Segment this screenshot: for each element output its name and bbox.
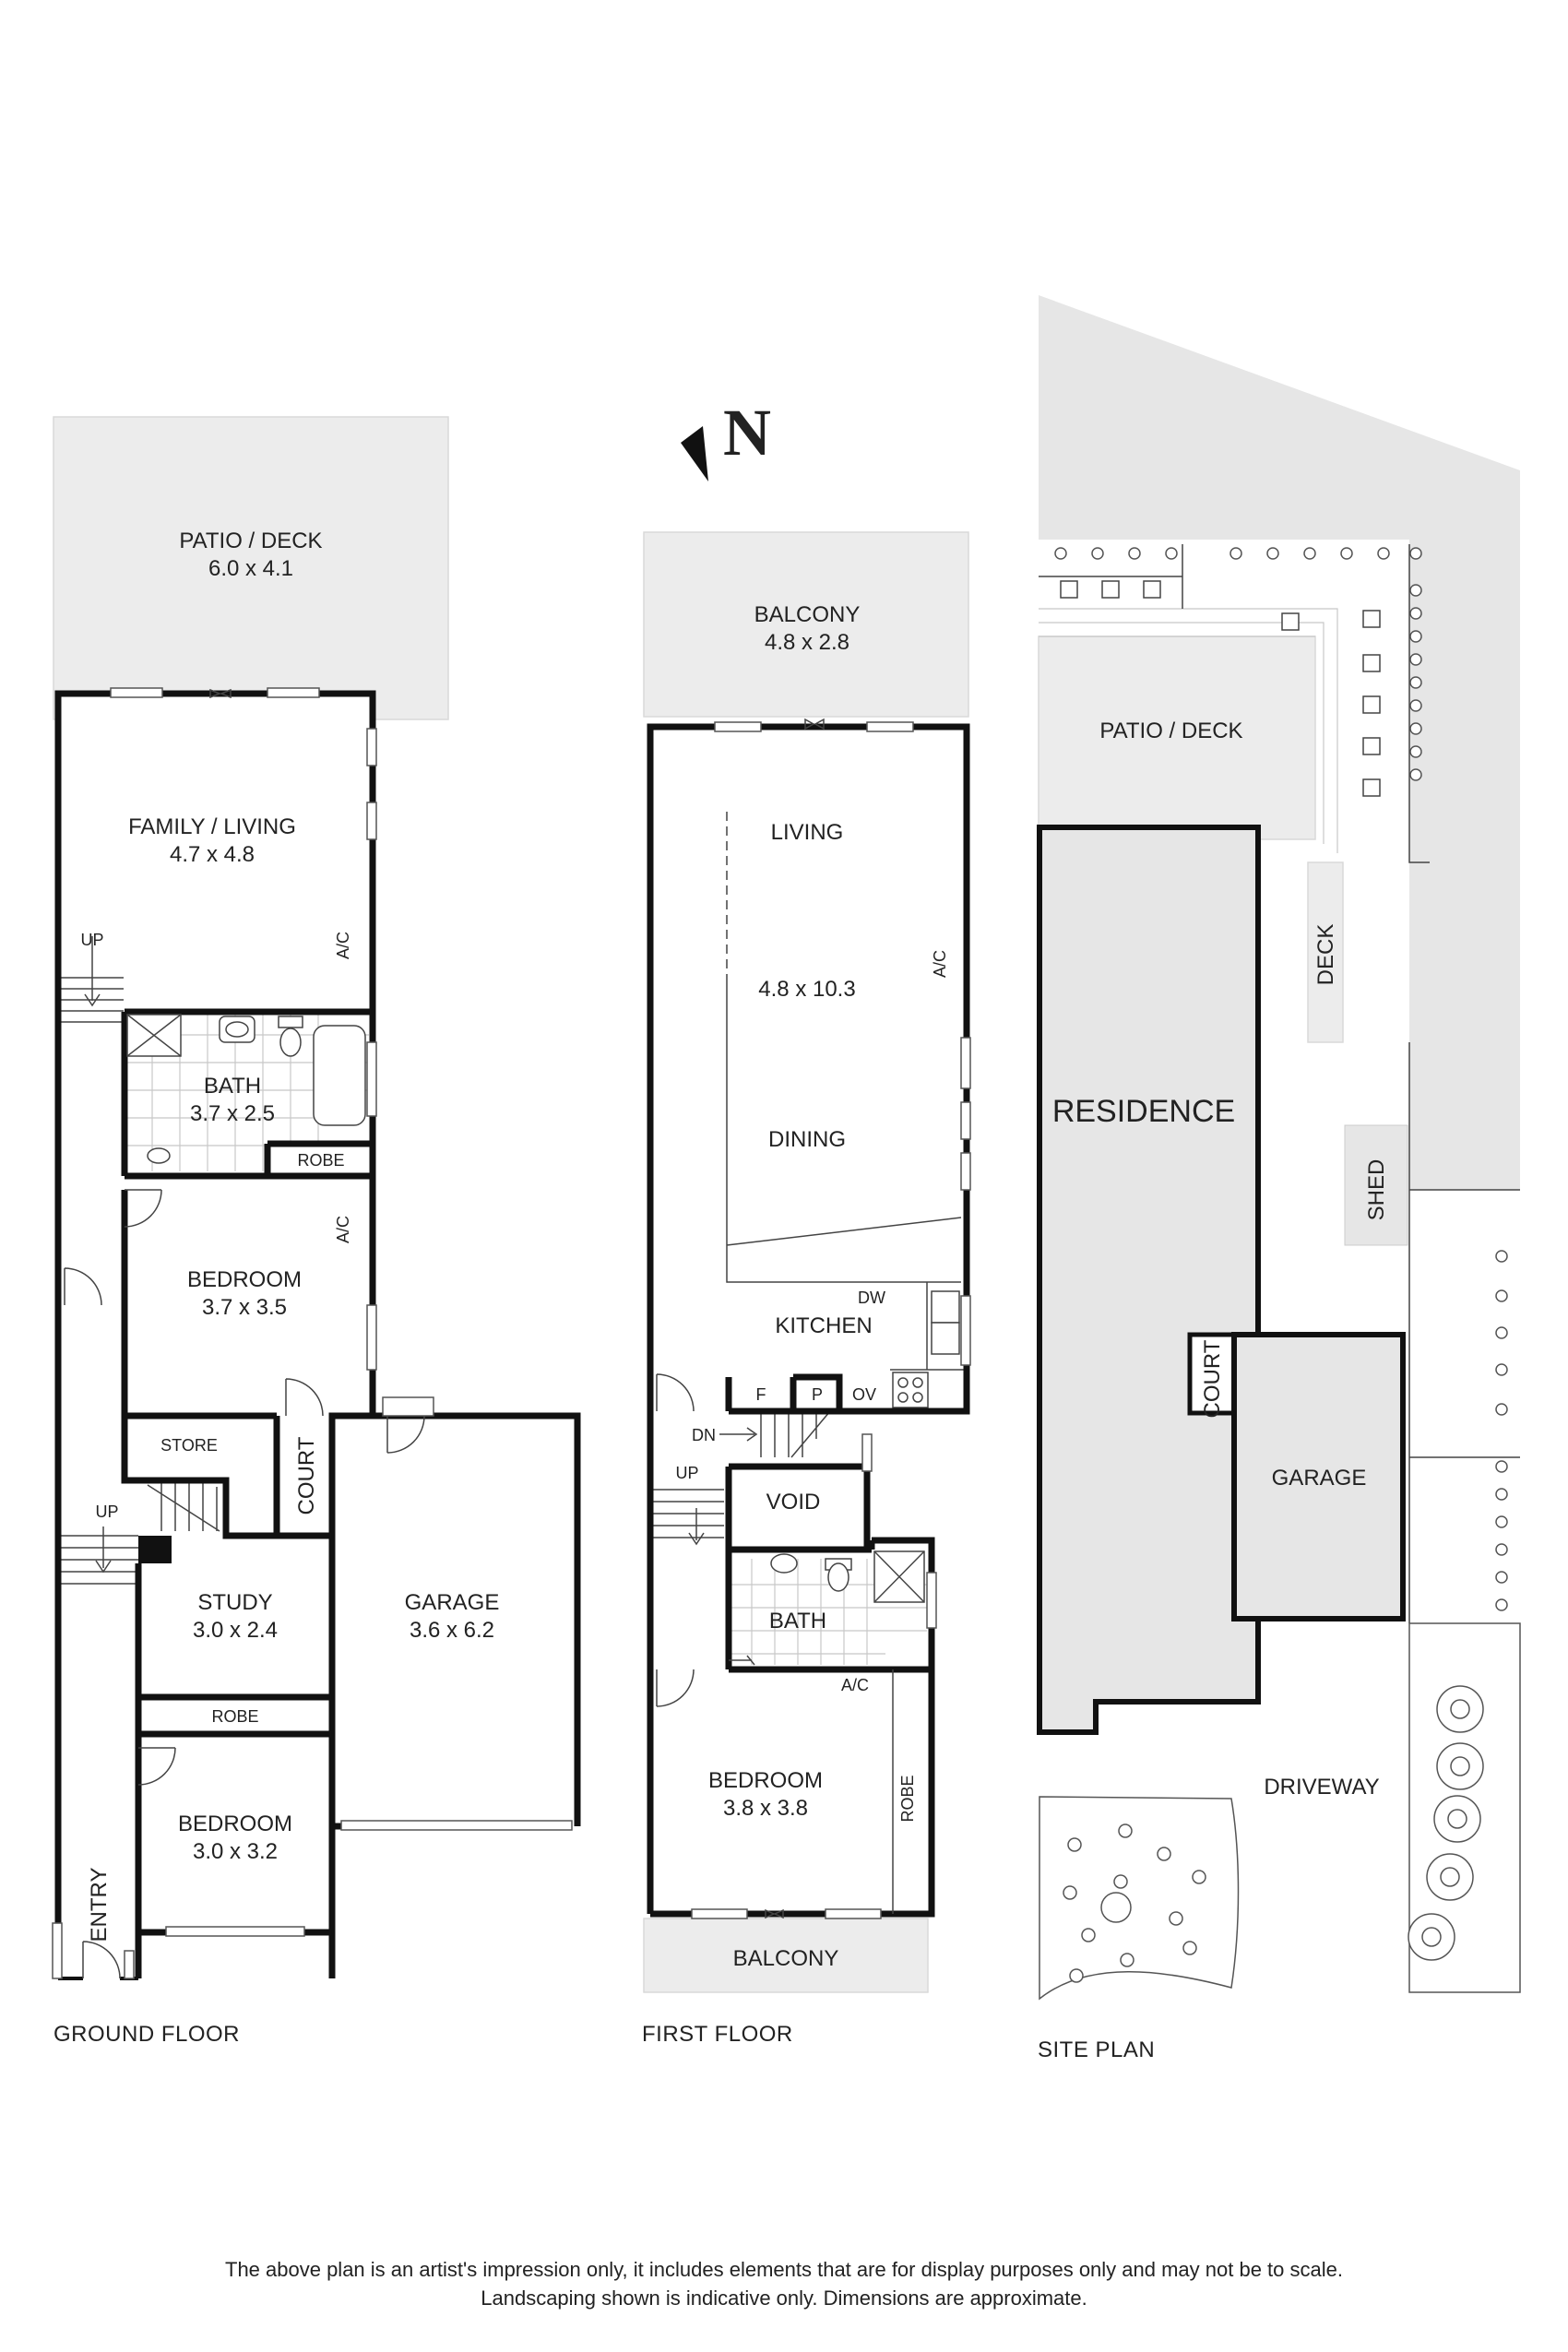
first-balcony-top-name: BALCONY <box>754 602 861 627</box>
first-bath-fixtures <box>770 1550 925 1603</box>
first-stairs <box>653 1410 831 1546</box>
ground-bath-name: BATH <box>204 1074 261 1099</box>
ground-garage-name: GARAGE <box>405 1590 500 1615</box>
site-shed-label: SHED <box>1364 1159 1389 1221</box>
pantry-label: P <box>812 1385 823 1404</box>
ground-store-name: STORE <box>160 1436 218 1455</box>
bath-fixtures <box>126 1014 366 1164</box>
first-ac-label-1: A/C <box>931 950 949 978</box>
site-plan: PATIO / DECK DECK RESIDENCE SHED COURT G… <box>1037 295 1521 2062</box>
ground-windows <box>52 687 573 1979</box>
ground-bedroom1-size: 3.7 x 3.5 <box>202 1295 287 1320</box>
first-balcony-top <box>643 531 969 718</box>
site-planter-boxes <box>1060 580 1381 797</box>
first-bath-tiles <box>729 1559 927 1665</box>
disclaimer-line-2: Landscaping shown is indicative only. Di… <box>481 2287 1087 2310</box>
family-living-size: 4.7 x 4.8 <box>170 842 255 867</box>
site-shed <box>1344 1124 1408 1246</box>
site-plan-caption: SITE PLAN <box>1038 2037 1155 2062</box>
site-residence-footprint <box>1037 825 1261 1735</box>
first-floor-caption: FIRST FLOOR <box>642 2022 793 2047</box>
ground-up-label-1: UP <box>80 931 103 949</box>
dining-name: DINING <box>768 1127 846 1152</box>
site-deck-label: DECK <box>1313 924 1338 986</box>
family-living-name: FAMILY / LIVING <box>128 814 296 839</box>
first-bedroom-name: BEDROOM <box>708 1768 823 1793</box>
first-outer-wall <box>647 723 970 1918</box>
first-balcony-top-size: 4.8 x 2.8 <box>765 630 849 655</box>
ground-patio-size: 6.0 x 4.1 <box>208 556 293 581</box>
disclaimer-line-1: The above plan is an artist's impression… <box>225 2258 1343 2281</box>
ground-ac-label-1: A/C <box>334 932 352 959</box>
ground-robe1-name: ROBE <box>297 1151 344 1170</box>
dw-label: DW <box>858 1289 885 1307</box>
first-windows <box>691 718 971 1919</box>
first-bath-name: BATH <box>769 1609 826 1633</box>
first-dn-label: DN <box>692 1426 716 1444</box>
ground-garage-size: 3.6 x 6.2 <box>410 1618 494 1643</box>
entry-name: ENTRY <box>87 1868 112 1942</box>
ground-bedroom2-name: BEDROOM <box>178 1812 292 1836</box>
site-garage-label: GARAGE <box>1272 1466 1367 1491</box>
ground-patio-area <box>53 416 449 720</box>
first-ac-label-2: A/C <box>841 1676 869 1694</box>
ground-stairs-lower <box>61 1480 220 1585</box>
ground-ac-label-2: A/C <box>334 1216 352 1243</box>
ground-robe2-name: ROBE <box>211 1707 258 1726</box>
north-label: N <box>723 396 771 469</box>
void-name: VOID <box>766 1490 821 1515</box>
ground-doors <box>64 1189 434 1979</box>
ground-court-name: COURT <box>294 1436 319 1515</box>
ground-bedroom2-size: 3.0 x 3.2 <box>193 1839 278 1864</box>
site-court-label: COURT <box>1200 1339 1225 1418</box>
north-compass: N <box>681 396 771 481</box>
first-bedroom-size: 3.8 x 3.8 <box>723 1796 808 1821</box>
first-balcony-bottom-name: BALCONY <box>733 1946 839 1971</box>
ground-bath-size: 3.7 x 2.5 <box>190 1101 275 1126</box>
ground-floor-caption: GROUND FLOOR <box>53 2022 240 2047</box>
site-driveway-label: DRIVEWAY <box>1264 1775 1379 1800</box>
ground-patio-name: PATIO / DECK <box>179 529 322 553</box>
ground-floor-plan: PATIO / DECK 6.0 x 4.1 FAMILY / LIVING 4… <box>52 416 581 2047</box>
site-court <box>1187 1332 1237 1416</box>
first-balcony-bottom <box>643 1918 929 1993</box>
living-name: LIVING <box>771 820 844 845</box>
study-size: 3.0 x 2.4 <box>193 1618 278 1643</box>
site-hedge <box>1054 547 1508 1611</box>
north-arrow-icon <box>681 426 708 481</box>
garden-trees <box>1408 1685 1484 1961</box>
site-residence-label: RESIDENCE <box>1052 1094 1235 1129</box>
first-up-label: UP <box>675 1464 698 1482</box>
kitchen-label: KITCHEN <box>775 1313 872 1338</box>
oven-label: OV <box>852 1385 876 1404</box>
fridge-label: F <box>756 1385 766 1404</box>
ground-stairs-upper <box>61 936 124 1023</box>
site-garage-footprint <box>1231 1332 1406 1621</box>
living-dining-size: 4.8 x 10.3 <box>758 977 855 1002</box>
ground-up-label-2: UP <box>95 1503 118 1521</box>
site-patio-label: PATIO / DECK <box>1099 719 1242 743</box>
first-floor-plan: BALCONY 4.8 x 2.8 LIVING 4.8 x 10.3 A/C … <box>642 531 971 2047</box>
site-patio-deck <box>1038 636 1316 840</box>
ground-bedroom1-name: BEDROOM <box>187 1267 302 1292</box>
first-robe-name: ROBE <box>898 1775 917 1822</box>
site-deck-strip <box>1307 861 1344 1043</box>
study-name: STUDY <box>197 1590 272 1615</box>
garden-shrubs <box>1063 1823 1206 1983</box>
first-doors <box>656 1373 755 1707</box>
